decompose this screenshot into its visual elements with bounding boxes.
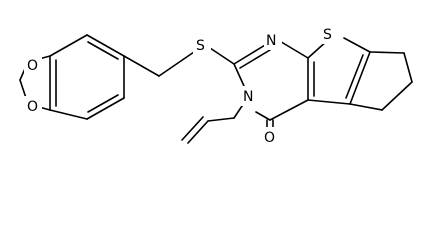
atom-label-oxygen: O [27,99,38,115]
bond [86,97,125,120]
bond [181,116,204,141]
atom-label-nitrogen: N [243,89,253,105]
bond [403,52,413,83]
bond [239,49,271,69]
bond [345,54,364,99]
bond [307,99,351,105]
bond [86,34,125,57]
atom-label-oxygen: O [264,130,275,146]
bond [207,117,235,122]
bond-lines [19,34,413,144]
bond [49,109,88,120]
chemical-structure: S N S N O O O [19,24,413,147]
atom-labels: S N S N O O O [24,24,338,147]
bond [349,103,383,111]
bond [343,37,371,53]
bond [277,39,309,59]
atom-label-sulfur: S [196,38,205,54]
bond [209,47,235,65]
bond [158,51,195,77]
atom-label-sulfur: S [323,27,332,43]
bond [187,120,209,144]
bond [349,51,371,105]
bond [233,63,245,87]
bond [269,99,309,121]
bond [123,55,160,77]
bond [49,34,88,57]
bond [369,51,405,54]
bond [87,41,119,60]
bond [381,81,413,111]
atom-label-oxygen: O [27,58,38,74]
bond [87,94,119,113]
atom-label-nitrogen: N [266,33,276,49]
bond [255,111,271,121]
